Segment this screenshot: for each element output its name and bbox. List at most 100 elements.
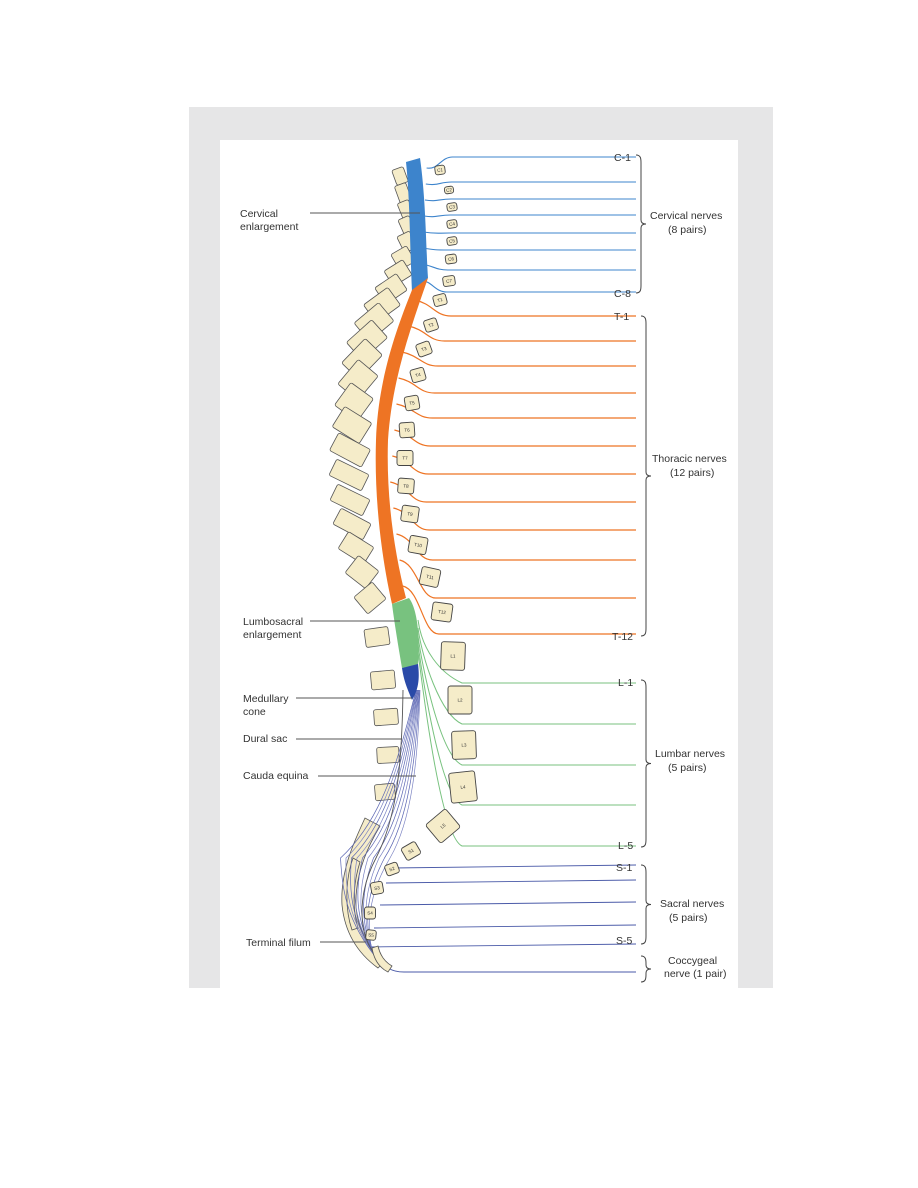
lumbar-nerve — [417, 635, 636, 766]
vertebra-t10: T10 — [407, 535, 429, 555]
label-dural-sac: Dural sac — [243, 733, 287, 745]
vertebra-label: S3 — [374, 885, 381, 891]
vertebral-body — [409, 366, 427, 384]
vertebra-label: T12 — [438, 609, 447, 615]
coccyx — [371, 945, 393, 973]
label-terminal-filum: Terminal filum — [246, 937, 311, 949]
vertebral-body — [446, 202, 458, 212]
label-coccygeal-nerve: Coccygeal nerve (1 pair) — [664, 955, 726, 980]
vertebra-label: S5 — [368, 932, 375, 938]
thoracic-nerve — [398, 377, 636, 394]
label-cervical-enlargement: Cervical enlargement — [240, 208, 298, 233]
figure-panel — [220, 140, 738, 988]
thoracic-nerve — [402, 585, 636, 635]
thoracic-nerve — [408, 325, 636, 342]
vertebral-body — [398, 421, 416, 439]
posterior-process — [338, 531, 374, 565]
vertebra-label: T11 — [426, 574, 435, 581]
posterior-process — [345, 555, 379, 589]
vertebra-label: L3 — [461, 742, 467, 747]
posterior-process — [391, 166, 409, 186]
vertebra-l1: L1 — [440, 641, 466, 671]
vertebra-s5: S5 — [365, 929, 377, 941]
vertebra-c4: C4 — [446, 219, 458, 229]
bracket-lumbar — [640, 679, 652, 848]
sacral-nerve — [367, 943, 637, 948]
spinal-cord — [375, 158, 428, 700]
label-medullary-cone: Medullary cone — [243, 693, 289, 718]
label-c8: C-8 — [614, 288, 631, 300]
medullary-cone-segment — [402, 664, 419, 700]
bracket-thoracic — [640, 315, 652, 637]
vertebral-body — [384, 861, 400, 877]
sacral-nerve — [379, 901, 637, 906]
vertebral-body — [400, 504, 420, 524]
vertebra-t11: T11 — [418, 566, 442, 588]
vertebra-t5: T5 — [403, 394, 421, 412]
label-thoracic-nerves: Thoracic nerves (12 pairs) — [652, 453, 727, 479]
cervical-nerve — [426, 156, 636, 169]
vertebra-t12: T12 — [430, 601, 454, 623]
thoracic-nerve — [393, 507, 636, 531]
vertebra-label: C2 — [446, 187, 453, 193]
cervical-nerve — [425, 181, 636, 186]
vertebra-label: C7 — [446, 278, 453, 284]
thoracic-cord-segment — [375, 278, 428, 604]
posterior-process — [333, 508, 371, 540]
dural-sac-outline — [361, 689, 404, 959]
vertebra-label: T6 — [404, 427, 410, 432]
sacral-nerve — [391, 864, 637, 869]
sacral-nerve — [385, 879, 637, 884]
cervical-nerve — [424, 214, 636, 218]
vertebral-body — [432, 293, 448, 307]
svg-text:Lumbosacral: Lumbosacral — [243, 616, 303, 628]
label-s5: S-5 — [616, 935, 633, 947]
vertebra-t7: T7 — [396, 450, 414, 466]
vertebra-label: T5 — [409, 400, 416, 406]
vertebral-body — [447, 685, 473, 715]
vertebra-c5: C5 — [446, 236, 458, 246]
cervical-cord-segment — [406, 158, 428, 292]
vertebra-label: C6 — [448, 256, 455, 262]
label-s1: S-1 — [616, 862, 633, 874]
svg-text:Lumbar nerves: Lumbar nerves — [655, 748, 725, 760]
bracket-coccygeal — [640, 955, 652, 983]
svg-text:nerve (1 pair): nerve (1 pair) — [664, 968, 726, 980]
vertebra-c1: C1 — [434, 164, 446, 176]
vertebral-body — [443, 185, 455, 195]
vertebra-label: S2 — [389, 866, 396, 873]
label-lumbar-nerves: Lumbar nerves (5 pairs) — [655, 748, 725, 774]
posterior-process — [370, 669, 396, 691]
thoracic-nerve — [394, 429, 636, 447]
label-t12: T-12 — [612, 631, 633, 643]
cervical-nerve — [423, 231, 636, 234]
bracket-sacral — [640, 864, 652, 945]
svg-text:(5 pairs): (5 pairs) — [668, 762, 707, 774]
cauda-equina-fiber — [350, 689, 418, 958]
vertebral-body — [397, 477, 415, 495]
vertebral-body — [415, 340, 433, 358]
vertebra-label: L1 — [450, 654, 456, 659]
thoracic-nerve — [392, 455, 636, 475]
posterior-process — [373, 707, 399, 727]
thoracic-nerve — [414, 299, 636, 317]
vertebra-label: T1 — [437, 297, 444, 303]
posterior-process — [332, 406, 372, 444]
vertebra-t4: T4 — [409, 366, 427, 384]
vertebra-t6: T6 — [398, 421, 416, 439]
vertebral-body — [401, 841, 421, 861]
posterior-process — [330, 484, 370, 516]
vertebra-t3: T3 — [415, 340, 433, 358]
vertebral-body — [448, 770, 478, 804]
sacral-nerve — [373, 924, 637, 929]
posterior-process — [329, 459, 369, 491]
vertebral-body — [396, 450, 414, 466]
posterior-process — [329, 433, 371, 467]
vertebra-label: T8 — [403, 483, 409, 488]
vertebra-s1: S1 — [401, 841, 421, 861]
vertebral-body — [451, 730, 477, 760]
svg-text:Medullary: Medullary — [243, 693, 289, 705]
vertebral-body — [430, 601, 454, 623]
vertebra-label: L4 — [460, 784, 466, 790]
